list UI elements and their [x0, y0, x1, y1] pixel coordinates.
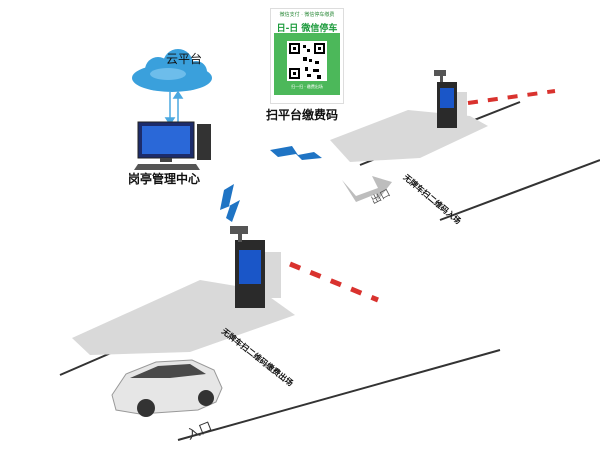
- cloud-icon: [132, 49, 212, 92]
- qr-card-brand: 微信支付 · 微信停车缴费: [279, 12, 335, 18]
- gate-terminal-exit: [230, 226, 281, 308]
- exit-arrow: [342, 176, 392, 202]
- qr-caption: 扫平台缴费码: [266, 108, 339, 122]
- gate-terminal-entry: [434, 70, 467, 128]
- suv-car-icon: [111, 359, 223, 417]
- link-arrow-top: [270, 146, 322, 160]
- center-label: 岗亭管理中心: [128, 172, 201, 186]
- cloud-label: 云平台: [166, 52, 203, 66]
- cloud-link-arrows: [164, 90, 184, 126]
- computer-icon: [134, 121, 211, 170]
- qr-code-icon[interactable]: [287, 41, 327, 81]
- qr-payment-card[interactable]: 微信支付 · 微信停车缴费 日-日 微信停车 扫一扫 · 缴费出场: [270, 8, 344, 104]
- qr-card-foot: 扫一扫 · 缴费出场: [291, 84, 323, 89]
- qr-card-banner: 扫一扫 · 缴费出场: [274, 33, 340, 95]
- qr-card-title: 日-日 微信停车: [276, 24, 338, 34]
- link-arrow-down: [220, 184, 240, 222]
